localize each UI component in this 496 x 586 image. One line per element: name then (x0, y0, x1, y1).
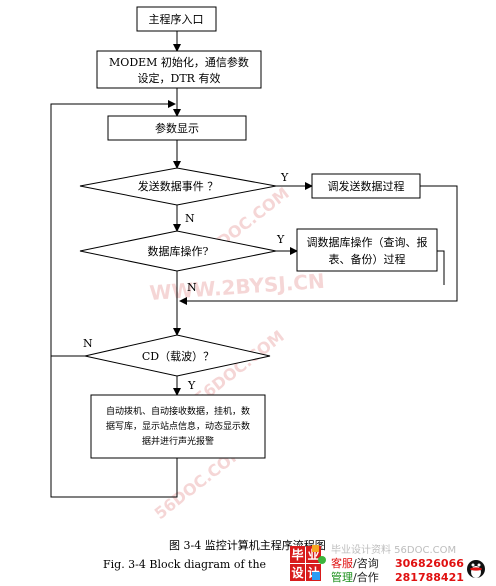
call-send-label: 调发送数据过程 (328, 179, 405, 193)
penguin-eye-left (471, 563, 475, 567)
send-event-diamond (79, 167, 277, 206)
edge-labels: Y N Y N N Y (83, 171, 289, 392)
site-text: 毕业设计资料 56DOC.COM (331, 543, 456, 556)
row1-number: 306826066 (395, 557, 464, 570)
db-op-diamond (79, 230, 277, 272)
node-entry: 主程序入口 (136, 6, 217, 32)
edge-call-send-return (179, 185, 458, 305)
edge-call-db-return (437, 250, 445, 285)
process-label-line3: 据并进行声光报警 (142, 435, 214, 447)
db-op-label: 数据库操作? (148, 244, 209, 258)
logo-char-1: 毕 (291, 547, 303, 562)
node-param-display: 参数显示 (107, 115, 247, 141)
puzzle-icon-piece-3 (318, 556, 326, 564)
row1-label2: /咨询 (353, 556, 379, 570)
call-db-label-line2: 表、备份）过程 (329, 252, 406, 266)
captions: 图 3-4 监控计算机主程序流程图 Fig. 3-4 Block diagram… (103, 538, 326, 571)
db-yes-label: Y (276, 233, 285, 246)
penguin-eye-right (477, 563, 481, 567)
qq-penguin-icon (467, 560, 485, 578)
send-yes-label: Y (280, 171, 289, 184)
row2-label1: 管理 (331, 570, 353, 584)
init-box (96, 50, 262, 89)
logo-char-3: 设 (291, 565, 304, 580)
node-call-send: 调发送数据过程 (311, 173, 421, 199)
call-send-box (311, 173, 421, 199)
init-label-line1: MODEM 初始化，通信参数 (109, 55, 249, 69)
process-label-line1: 自动拨机、自动接收数据，挂机，数 (106, 405, 250, 417)
send-event-label: 发送数据事件 ？ (138, 179, 219, 193)
db-no-label: N (187, 281, 197, 294)
edges (50, 31, 458, 498)
row2-number: 281788421 (395, 571, 464, 584)
call-db-label-line1: 调数据库操作（查询、报 (307, 235, 428, 249)
node-db-op: 数据库操作? (79, 230, 277, 272)
caption-en: Fig. 3-4 Block diagram of the (103, 558, 266, 571)
node-cd: CD（载波）？ (84, 334, 271, 377)
process-box (90, 394, 266, 459)
param-display-label: 参数显示 (155, 121, 199, 135)
cd-diamond (84, 334, 271, 377)
init-label-line2: 设定，DTR 有效 (138, 71, 221, 85)
cd-no-label: N (83, 337, 93, 350)
watermark-main: WWW.2BYSJ.CN (149, 269, 326, 305)
entry-box (136, 6, 217, 32)
send-no-label: N (185, 212, 195, 225)
node-process: 自动拨机、自动接收数据，挂机，数 据写库，显示站点信息，动态显示数 据并进行声光… (90, 394, 266, 459)
entry-label: 主程序入口 (149, 12, 204, 26)
call-db-box (296, 228, 438, 272)
puzzle-icon-piece-2 (312, 572, 320, 580)
node-init: MODEM 初始化，通信参数 设定，DTR 有效 (96, 50, 262, 89)
cd-label: CD（载波）？ (142, 350, 214, 363)
param-display-box (107, 115, 247, 141)
puzzle-icon (312, 545, 326, 580)
edge-cd-no-loop (50, 100, 176, 357)
puzzle-icon-piece-1 (312, 545, 319, 552)
row1-label1: 客服 (331, 556, 353, 570)
row2-label2: /合作 (353, 570, 379, 584)
caption-cn: 图 3-4 监控计算机主程序流程图 (169, 538, 326, 552)
penguin-scarf (470, 567, 482, 571)
footer-ad: 毕 业 设 计 毕业设计资料 56DOC.COM 客服 /咨询 30682606… (290, 543, 485, 584)
logo-tile-1 (290, 546, 305, 563)
logo-tile-3 (290, 564, 305, 581)
node-send-event: 发送数据事件 ？ (79, 167, 277, 206)
node-call-db: 调数据库操作（查询、报 表、备份）过程 (296, 228, 438, 272)
cd-yes-label: Y (187, 379, 196, 392)
edge-process-loop (50, 356, 178, 498)
process-label-line2: 据写库，显示站点信息，动态显示数 (106, 420, 250, 432)
